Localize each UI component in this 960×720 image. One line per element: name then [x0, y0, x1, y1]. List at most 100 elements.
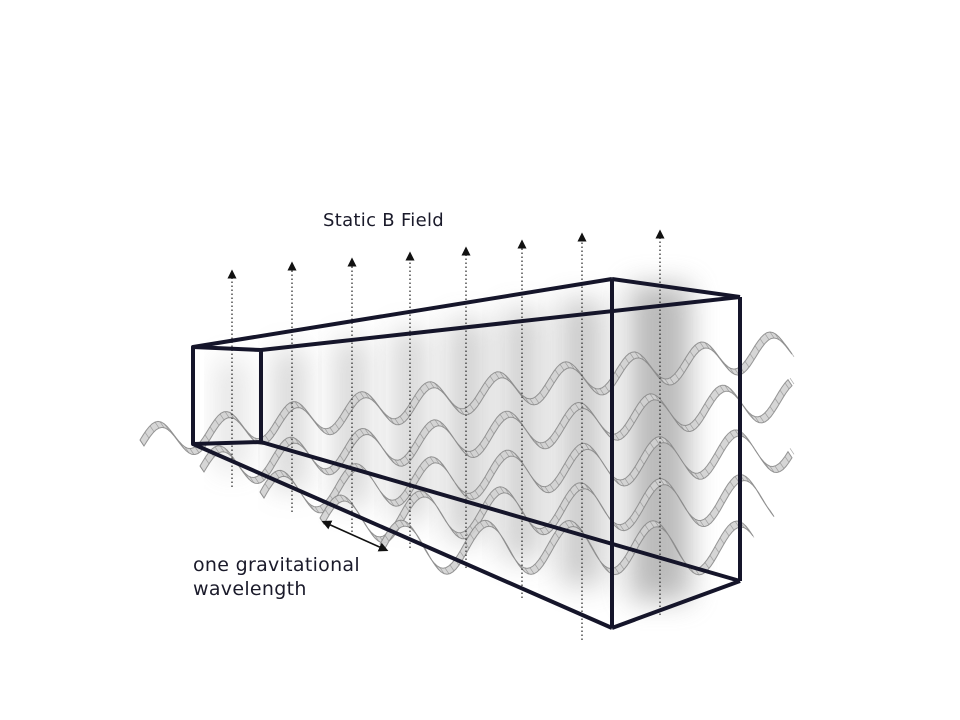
wave-hatch: [404, 489, 410, 497]
wave-hatch: [659, 436, 665, 443]
wave-hatch: [679, 457, 685, 465]
wave-hatch: [519, 507, 525, 514]
wave-hatch: [364, 523, 370, 531]
wave-hatch: [594, 495, 600, 502]
top-edge-back: [611, 277, 741, 299]
wave-hatch: [319, 505, 325, 513]
wave-hatch: [239, 422, 245, 429]
wave-hatch: [329, 467, 335, 474]
wave-hatch: [384, 413, 390, 421]
wave-hatch: [424, 549, 430, 556]
wave-hatch: [559, 422, 565, 429]
wave-hatch: [604, 511, 610, 519]
wave-hatch: [649, 393, 655, 401]
wave-hatch: [534, 396, 540, 404]
wave-hatch: [309, 504, 315, 511]
wave-hatch: [624, 357, 630, 364]
wave-hatch: [384, 451, 390, 458]
wave-hatch: [399, 513, 405, 521]
wave-hatch: [579, 402, 585, 409]
wave-hatch: [549, 376, 555, 384]
wave-hatch: [514, 559, 520, 566]
wave-hatch: [229, 453, 235, 460]
wave-hatch: [654, 371, 660, 379]
wave-hatch: [654, 394, 660, 402]
wave-hatch: [729, 367, 735, 375]
wave-hatch: [684, 507, 690, 514]
bottom-edge-right: [260, 440, 741, 583]
wave-hatch: [689, 350, 695, 358]
wave-hatch: [474, 397, 480, 405]
wave-hatch: [594, 416, 600, 424]
wave-hatch: [779, 389, 785, 397]
wave-hatch: [519, 421, 525, 428]
wave-hatch: [679, 555, 685, 562]
wave-hatch: [354, 432, 360, 439]
wave-hatch: [649, 365, 655, 372]
wave-hatch: [744, 435, 750, 442]
wave-hatch: [674, 546, 680, 553]
wave-hatch: [199, 465, 205, 473]
wave-hatch: [744, 407, 750, 415]
wave-hatch: [359, 391, 365, 399]
wave-hatch: [354, 394, 360, 402]
wave-hatch: [279, 413, 285, 420]
wave-hatch: [749, 531, 755, 538]
wave-hatch: [289, 402, 295, 409]
wave-hatch: [434, 419, 440, 426]
wave-hatch: [474, 490, 480, 497]
wave-hatch: [429, 496, 435, 504]
wave-hatch: [394, 499, 400, 506]
wave-hatch: [599, 388, 605, 395]
wave-hatch: [664, 438, 670, 445]
wave-hatch: [339, 478, 345, 485]
wave-hatch: [469, 533, 475, 541]
wave-hatch: [504, 542, 510, 549]
wave-hatch: [679, 499, 685, 506]
wave-hatch: [439, 421, 445, 428]
wavelength-label: one gravitational wavelength: [193, 553, 360, 601]
wave-hatch: [769, 465, 775, 473]
wave-hatch: [724, 529, 730, 537]
wave-hatch: [379, 490, 385, 498]
wave-hatch: [649, 442, 655, 449]
wave-hatch: [479, 509, 485, 517]
wave-hatch: [224, 411, 230, 418]
wave-hatch: [389, 456, 395, 464]
wave-hatch: [479, 484, 485, 491]
wave-hatch: [484, 382, 490, 389]
wave-hatch: [619, 363, 625, 371]
wave-hatch: [459, 551, 465, 558]
wave-hatch: [364, 428, 370, 435]
wave-hatch: [224, 448, 230, 455]
wave-hatch: [339, 416, 345, 423]
wave-hatch: [494, 488, 500, 495]
wave-hatch: [659, 398, 665, 406]
wave-hatch: [729, 431, 735, 439]
wave-hatch: [194, 446, 200, 454]
wave-hatch: [699, 472, 705, 479]
wave-hatch: [289, 476, 295, 484]
wave-hatch: [529, 474, 535, 481]
wave-hatch: [304, 408, 310, 415]
wave-hatch: [489, 375, 495, 383]
wave-hatch: [634, 466, 640, 473]
wave-hatch: [414, 441, 420, 448]
wave-hatch: [484, 476, 490, 484]
wave-hatch: [424, 492, 430, 499]
wave-hatch: [644, 358, 650, 366]
wave-hatch: [574, 448, 580, 455]
wave-hatch: [374, 437, 380, 444]
wave-hatch: [394, 522, 400, 529]
wave-hatch: [344, 408, 350, 415]
wave-hatch: [369, 395, 375, 402]
wave-hatch: [334, 486, 340, 494]
wave-hatch: [719, 537, 725, 545]
wavelength-arrow: [321, 520, 389, 552]
wave-hatch: [564, 414, 570, 421]
wave-hatch: [709, 555, 715, 562]
wave-hatch: [604, 429, 610, 437]
wave-hatch: [589, 384, 595, 392]
wave-hatch: [459, 488, 465, 496]
wave-hatch: [444, 519, 450, 527]
